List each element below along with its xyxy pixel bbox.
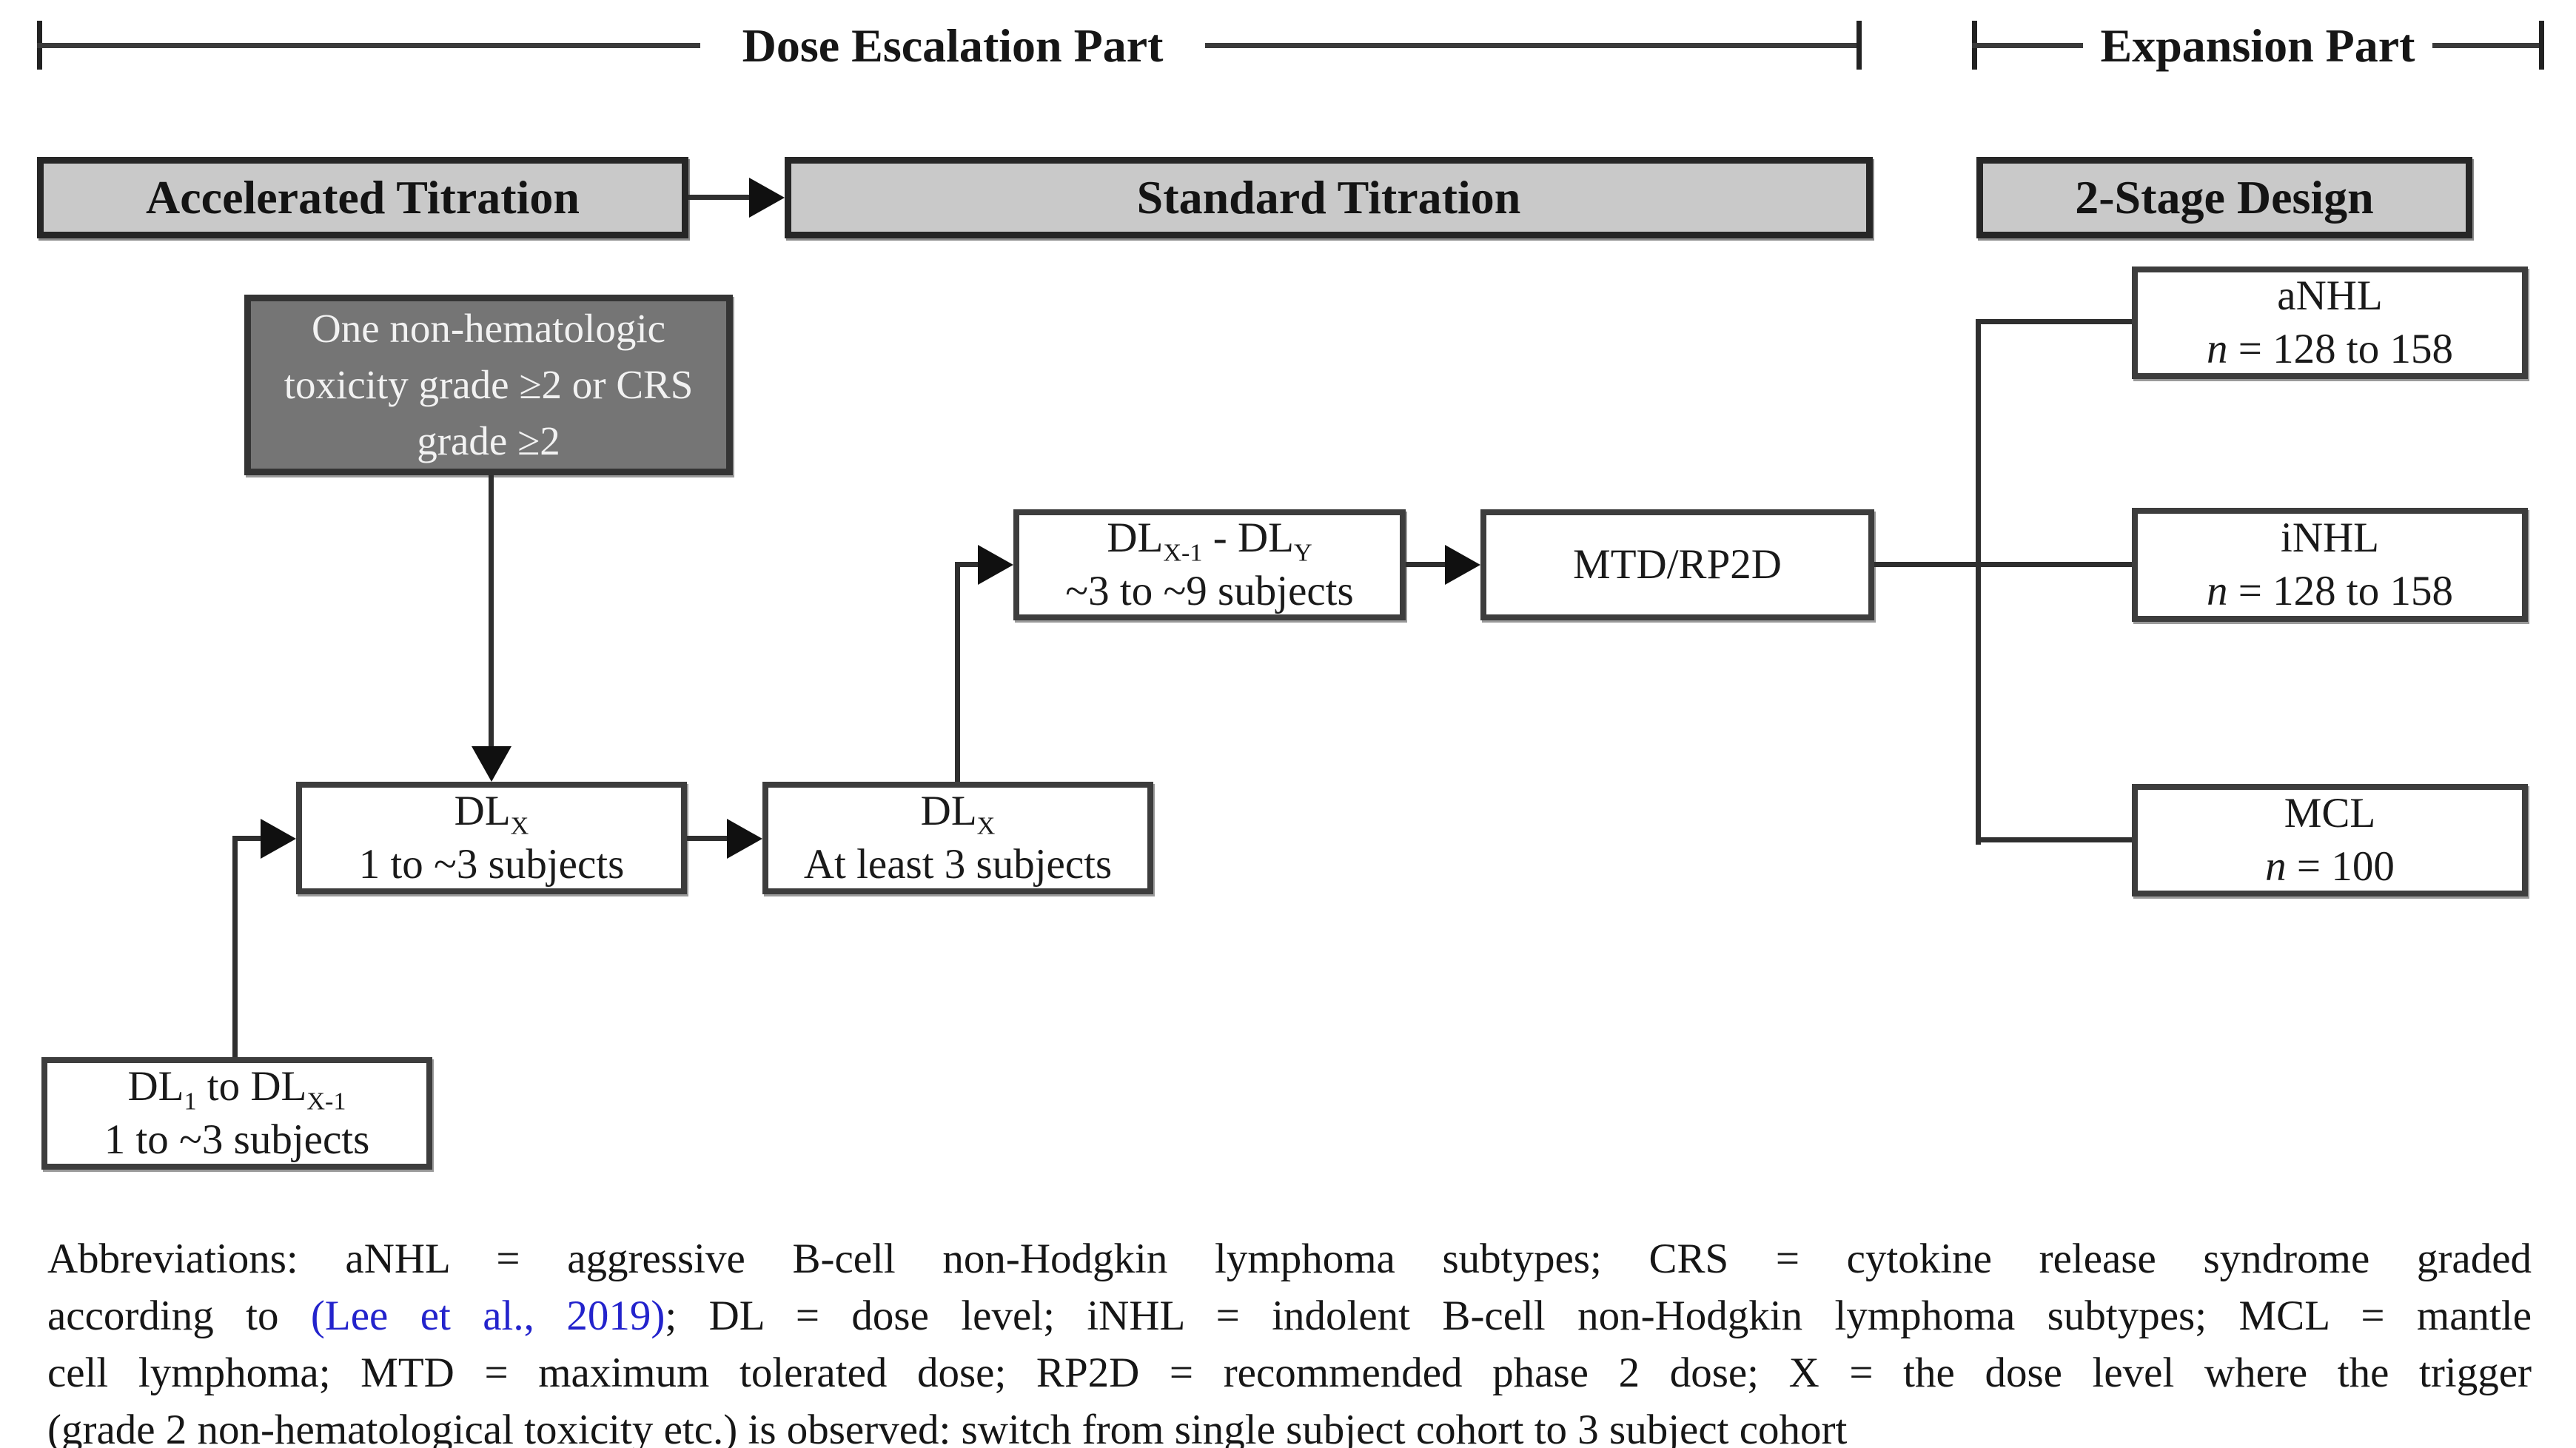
branch-mcl-line bbox=[1976, 837, 2132, 842]
dose-escalation-label: Dose Escalation Part bbox=[742, 19, 1164, 72]
bracket-line bbox=[37, 43, 700, 48]
elbow-dlx-standard-vertical bbox=[955, 562, 960, 782]
dl-range-box: DLX-1 - DLY ~3 to ~9 subjects bbox=[1013, 509, 1406, 620]
inhl-n: n = 128 to 158 bbox=[2207, 568, 2453, 614]
abbreviations-line2: according to (Lee et al., 2019); DL = do… bbox=[47, 1293, 2532, 1339]
trigger-line2: toxicity grade ≥2 or CRS bbox=[284, 362, 694, 407]
mcl-cohort-box: MCL n = 100 bbox=[2132, 784, 2528, 896]
dlx-standard-title: DLX bbox=[920, 788, 996, 840]
elbow-dl1-head bbox=[261, 819, 296, 859]
elbow-dlx-standard-head bbox=[978, 545, 1013, 585]
expansion-label: Expansion Part bbox=[2100, 19, 2415, 72]
dlx-accelerated-title: DLX bbox=[454, 788, 529, 840]
bracket-line bbox=[1972, 43, 2083, 48]
inhl-title: iNHL bbox=[2281, 514, 2379, 561]
dlx-accelerated-subjects: 1 to ~3 subjects bbox=[358, 841, 625, 888]
arrow-dlx-to-dlx-line bbox=[687, 836, 728, 841]
elbow-dl1-horizontal bbox=[232, 836, 263, 841]
dl1-range-subjects: 1 to ~3 subjects bbox=[104, 1116, 370, 1163]
dl1-range-box: DL1 to DLX-1 1 to ~3 subjects bbox=[41, 1057, 432, 1170]
bracket-tick-right bbox=[1856, 21, 1862, 70]
inhl-cohort-box: iNHL n = 128 to 158 bbox=[2132, 508, 2528, 622]
anhl-cohort-box: aNHL n = 128 to 158 bbox=[2132, 267, 2528, 379]
dlx-standard-box: DLX At least 3 subjects bbox=[762, 782, 1153, 894]
anhl-n: n = 128 to 158 bbox=[2207, 326, 2453, 372]
two-stage-design-header: 2-Stage Design bbox=[1976, 157, 2472, 238]
elbow-dlx-standard-horizontal bbox=[955, 562, 979, 567]
arrow-dlrange-to-mtd-line bbox=[1406, 562, 1446, 567]
mcl-title: MCL bbox=[2284, 790, 2376, 837]
dlx-standard-subjects: At least 3 subjects bbox=[803, 841, 1113, 888]
anhl-title: aNHL bbox=[2277, 272, 2383, 319]
trigger-line3: grade ≥2 bbox=[417, 418, 560, 463]
bracket-line bbox=[2432, 43, 2542, 48]
two-stage-design-label: 2-Stage Design bbox=[2075, 171, 2374, 224]
dl-range-title: DLX-1 - DLY bbox=[1107, 514, 1312, 567]
arrow-dlrange-to-mtd-head bbox=[1445, 545, 1480, 585]
standard-titration-label: Standard Titration bbox=[1136, 171, 1521, 224]
abbreviations-line1: Abbreviations: aNHL = aggressive B-cell … bbox=[47, 1236, 2532, 1282]
trigger-condition-box: One non-hematologic toxicity grade ≥2 or… bbox=[244, 295, 733, 475]
abbreviations-line4: (grade 2 non-hematological toxicity etc.… bbox=[47, 1407, 1848, 1448]
lee-2019-citation-link[interactable]: (Lee et al., 2019) bbox=[310, 1293, 665, 1339]
bracket-line bbox=[1205, 43, 1859, 48]
arrow-dlx-to-dlx-head bbox=[727, 819, 762, 859]
branch-anhl-line bbox=[1976, 319, 2132, 324]
accelerated-titration-label: Accelerated Titration bbox=[146, 171, 580, 224]
arrow-accel-to-standard-line bbox=[688, 195, 751, 200]
abbreviations-line3: cell lymphoma; MTD = maximum tolerated d… bbox=[47, 1350, 2532, 1396]
mcl-n: n = 100 bbox=[2265, 843, 2395, 890]
expansion-trunk-line bbox=[1976, 319, 1981, 845]
accelerated-titration-header: Accelerated Titration bbox=[37, 157, 688, 238]
dlx-accelerated-box: DLX 1 to ~3 subjects bbox=[296, 782, 687, 894]
mtd-rp2d-box: MTD/RP2D bbox=[1480, 509, 1874, 620]
arrow-trigger-to-dlx-head bbox=[472, 746, 511, 782]
arrow-trigger-to-dlx-line bbox=[489, 475, 494, 749]
standard-titration-header: Standard Titration bbox=[785, 157, 1873, 238]
trigger-line1: One non-hematologic bbox=[311, 306, 666, 351]
mtd-rp2d-label: MTD/RP2D bbox=[1573, 541, 1782, 588]
arrow-accel-to-standard-head bbox=[749, 178, 785, 218]
bracket-tick-right bbox=[2539, 21, 2544, 70]
line-mtd-to-inhl bbox=[1874, 562, 2132, 567]
dl1-range-title: DL1 to DLX-1 bbox=[127, 1063, 346, 1116]
elbow-dl1-vertical bbox=[232, 836, 238, 1057]
dl-range-subjects: ~3 to ~9 subjects bbox=[1065, 568, 1354, 614]
